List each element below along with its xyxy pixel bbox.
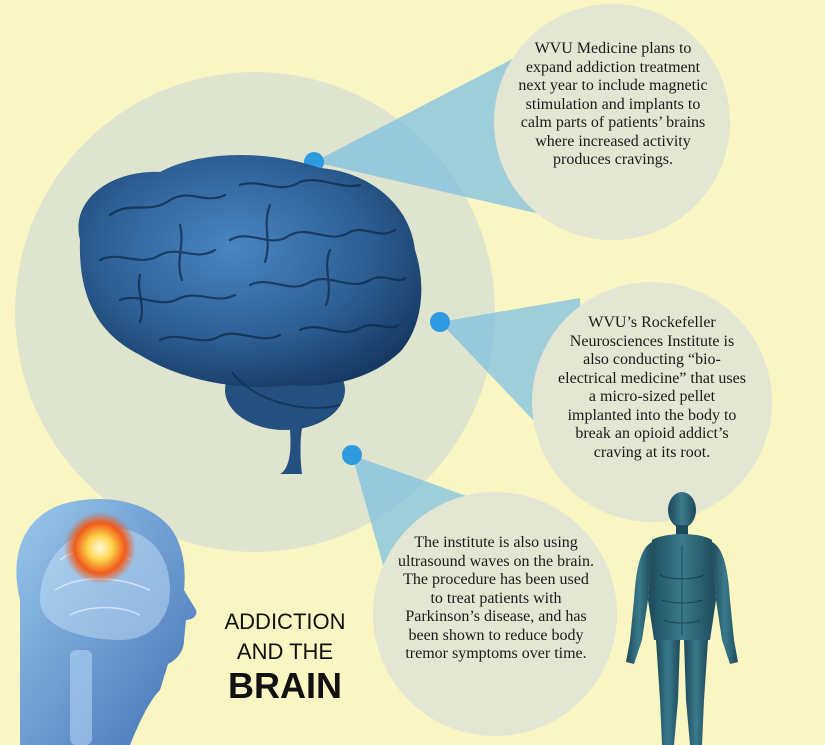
callout-bubble-3 — [373, 492, 617, 736]
title-line-3: BRAIN — [228, 665, 342, 706]
brain-illustration — [78, 154, 422, 474]
callout-dot-3 — [342, 445, 362, 465]
callout-bubble-1 — [494, 4, 730, 240]
callout-text-1: WVU Medicine plans to expand addiction t… — [518, 40, 708, 168]
callout-dot-2 — [430, 312, 450, 332]
callout-text-3: The institute is also using ultrasound w… — [398, 534, 594, 662]
title-line-2: AND THE — [236, 639, 334, 664]
anatomy-figure-illustration — [626, 492, 738, 745]
callout-text-2: WVU’s Rockefeller Neurosciences Institut… — [558, 314, 746, 461]
title-line-1: ADDICTION — [224, 609, 346, 634]
xray-head-illustration — [16, 498, 197, 745]
callout-bubble-2 — [532, 282, 772, 522]
